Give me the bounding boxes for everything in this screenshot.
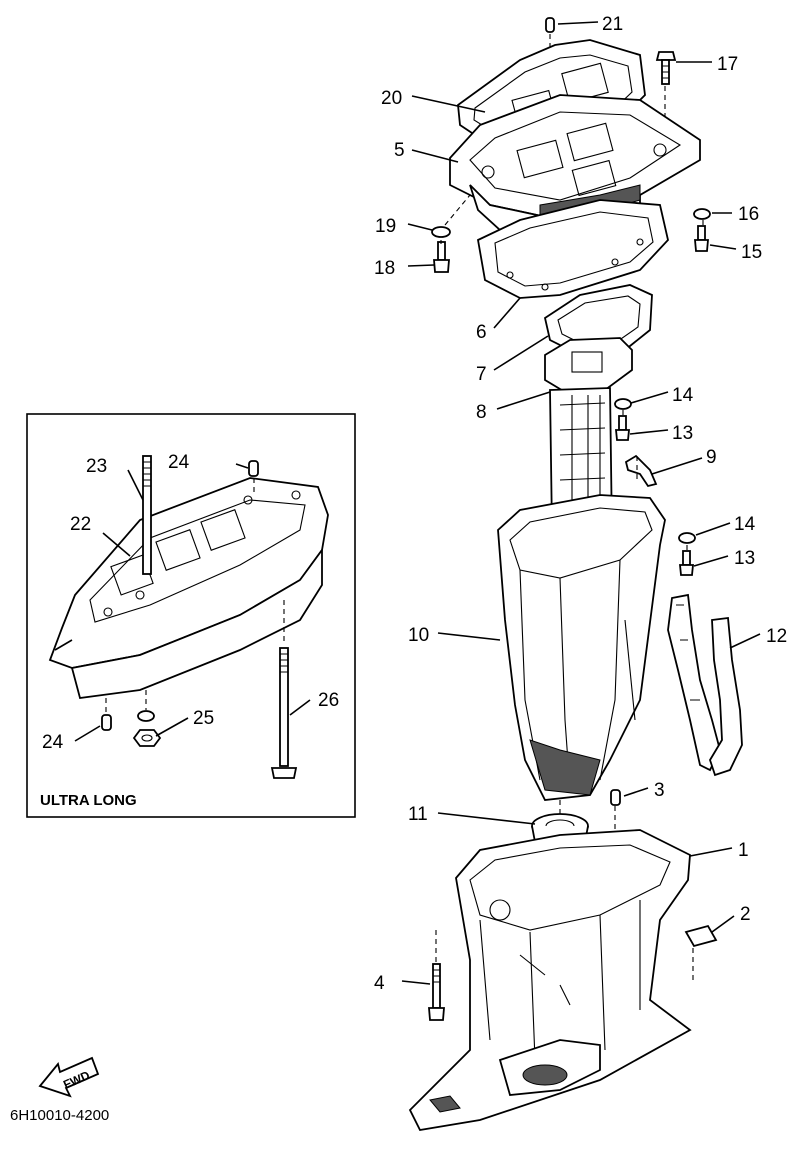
part-16-washer bbox=[693, 208, 711, 220]
callout-9: 9 bbox=[706, 447, 717, 468]
callout-22: 22 bbox=[70, 514, 91, 535]
part-9-clip bbox=[624, 454, 658, 488]
part-15-bolt bbox=[694, 225, 709, 252]
part-21-dowel bbox=[545, 17, 555, 33]
part-2-plug bbox=[684, 924, 718, 948]
forward-direction-arrow-icon: FWD bbox=[38, 1056, 100, 1098]
ultra-long-inset-frame bbox=[26, 413, 356, 818]
callout-13-upper: 13 bbox=[672, 423, 693, 444]
part-23-stud-bolt bbox=[142, 455, 152, 575]
part-13-bolt-lower bbox=[679, 550, 694, 576]
part-13-bolt-upper bbox=[615, 415, 630, 441]
part-17-bolt bbox=[655, 51, 677, 85]
callout-1: 1 bbox=[738, 840, 749, 861]
part-3-dowel bbox=[610, 789, 621, 806]
callout-13-lower: 13 bbox=[734, 548, 755, 569]
part-12-rubber-seal bbox=[667, 593, 743, 777]
callout-4: 4 bbox=[374, 973, 385, 994]
callout-24-bottom: 24 bbox=[42, 732, 64, 753]
callout-3: 3 bbox=[654, 780, 665, 801]
part-10-upper-casing bbox=[497, 494, 666, 801]
part-24-dowel-top bbox=[248, 460, 259, 477]
part-25-washer-nut bbox=[132, 710, 162, 747]
part-4-bolt bbox=[428, 963, 445, 1021]
part-14-washer-upper bbox=[614, 398, 632, 410]
leader-lines bbox=[74, 21, 761, 985]
callout-14-lower: 14 bbox=[734, 514, 756, 535]
callout-5: 5 bbox=[394, 140, 405, 161]
part-18-bolt bbox=[433, 241, 450, 273]
callout-16: 16 bbox=[738, 204, 759, 225]
part-26-long-bolt bbox=[270, 647, 298, 779]
part-22-extension-plate bbox=[48, 477, 329, 699]
callout-7: 7 bbox=[476, 364, 487, 385]
drawing-code: 6H10010-4200 bbox=[10, 1107, 109, 1124]
callout-25: 25 bbox=[193, 708, 214, 729]
part-19-washer bbox=[431, 226, 451, 238]
callout-17: 17 bbox=[717, 54, 738, 75]
part-6-gasket bbox=[476, 199, 669, 299]
callout-21: 21 bbox=[602, 14, 623, 35]
callout-19: 19 bbox=[375, 216, 396, 237]
callout-12: 12 bbox=[766, 626, 787, 647]
callout-14-upper: 14 bbox=[672, 385, 694, 406]
callout-15: 15 bbox=[741, 242, 762, 263]
part-1-lower-casing bbox=[408, 829, 692, 1131]
callout-24-top: 24 bbox=[168, 452, 190, 473]
callout-23: 23 bbox=[86, 456, 107, 477]
callout-26: 26 bbox=[318, 690, 339, 711]
callout-8: 8 bbox=[476, 402, 487, 423]
inset-label: ULTRA LONG bbox=[40, 792, 137, 809]
callout-6: 6 bbox=[476, 322, 487, 343]
callout-20: 20 bbox=[381, 88, 402, 109]
callout-2: 2 bbox=[740, 904, 751, 925]
callout-18: 18 bbox=[374, 258, 395, 279]
part-14-washer-lower bbox=[678, 532, 696, 544]
callout-10: 10 bbox=[408, 625, 429, 646]
callout-11: 11 bbox=[408, 804, 428, 825]
part-24-dowel-bottom bbox=[101, 714, 112, 731]
